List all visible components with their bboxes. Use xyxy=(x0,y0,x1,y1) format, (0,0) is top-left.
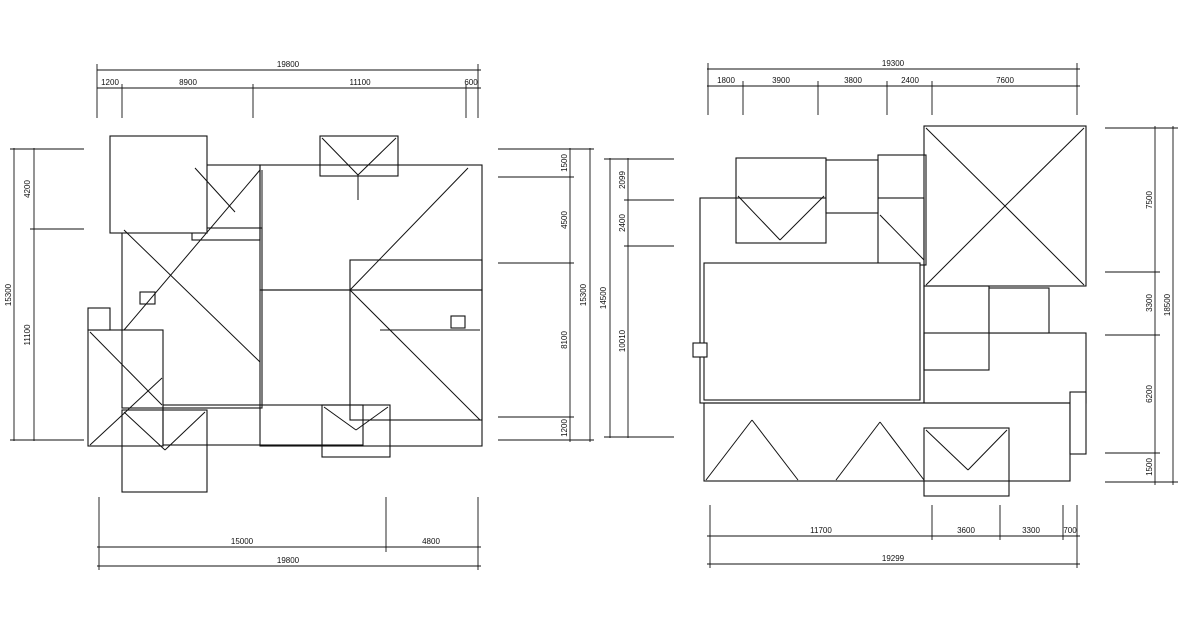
dim-left-outer-seg-1: 2099 xyxy=(618,171,627,189)
left-roof-plan xyxy=(87,135,483,493)
dim-right-top-seg-1: 1800 xyxy=(717,76,735,85)
dim-right-side-overall: 18500 xyxy=(1163,293,1172,316)
dim-right-side-seg-1: 7500 xyxy=(1145,191,1154,209)
dim-right-side-seg-4: 1500 xyxy=(1145,458,1154,476)
dimension-lines xyxy=(10,63,1178,570)
dim-left-right-overall-outer: 14500 xyxy=(599,286,608,309)
dim-left-right-seg-1: 1500 xyxy=(560,154,569,172)
dimension-labels: 19800 1200 8900 11100 600 15000 4800 198… xyxy=(4,59,1172,565)
dim-left-side-overall: 15300 xyxy=(4,283,13,306)
dim-left-bottom-seg-1: 15000 xyxy=(231,537,254,546)
dim-right-bottom-seg-3: 3300 xyxy=(1022,526,1040,535)
dim-left-right-seg-3: 8100 xyxy=(560,331,569,349)
dim-right-top-overall: 19300 xyxy=(882,59,905,68)
dim-left-bottom-seg-2: 4800 xyxy=(422,537,440,546)
dim-left-side-seg-2: 11100 xyxy=(23,324,32,346)
dim-left-side-seg-1: 4200 xyxy=(23,180,32,198)
dim-right-side-seg-3: 6200 xyxy=(1145,385,1154,403)
dim-left-top-seg-1: 1200 xyxy=(101,78,119,87)
dim-left-top-seg-2: 8900 xyxy=(179,78,197,87)
dim-left-bottom-overall: 19800 xyxy=(277,556,300,565)
dim-right-top-seg-3: 3800 xyxy=(844,76,862,85)
dim-right-top-seg-5: 7600 xyxy=(996,76,1014,85)
dim-right-top-seg-2: 3900 xyxy=(772,76,790,85)
dim-right-bottom-seg-2: 3600 xyxy=(957,526,975,535)
dim-right-top-seg-4: 2400 xyxy=(901,76,919,85)
dim-right-bottom-seg-1: 11700 xyxy=(810,526,832,535)
dim-left-top-seg-4: 600 xyxy=(464,78,478,87)
dim-left-top-overall: 19800 xyxy=(277,60,300,69)
dim-left-right-overall-inner: 15300 xyxy=(579,283,588,306)
dim-left-right-seg-4: 1200 xyxy=(560,419,569,437)
dim-left-top-seg-3: 11100 xyxy=(349,78,371,87)
right-roof-plan xyxy=(692,125,1087,497)
dim-right-bottom-overall: 19299 xyxy=(882,554,905,563)
dim-left-outer-seg-3: 10010 xyxy=(618,329,627,352)
dim-right-bottom-seg-4: 700 xyxy=(1063,526,1077,535)
dim-left-outer-seg-2: 2400 xyxy=(618,214,627,232)
dim-left-right-seg-2: 4500 xyxy=(560,211,569,229)
dim-right-side-seg-2: 3300 xyxy=(1145,294,1154,312)
